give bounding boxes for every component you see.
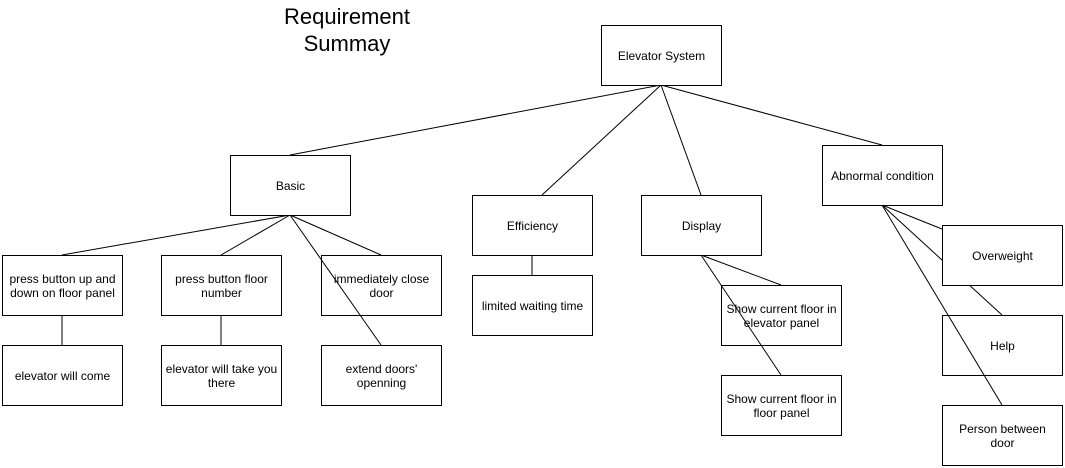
- node-label: elevator will come: [14, 368, 111, 383]
- edge-root-basic: [289, 84, 662, 156]
- edge-abnormal-overweight: [881, 204, 943, 230]
- node-extend-doors-opening: extend doors' openning: [321, 345, 442, 406]
- node-label: Overweight: [972, 248, 1033, 263]
- edge-display-show-elevator-panel: [700, 254, 782, 286]
- edge-abnormal-person-door: [881, 204, 1003, 406]
- node-label: extend doors' openning: [345, 361, 418, 390]
- node-label: Display: [681, 218, 722, 233]
- node-press-button-up-down: press button up and down on floor panel: [2, 255, 123, 316]
- edge-basic-extend-doors: [289, 214, 382, 346]
- edge-display-show-floor-panel: [700, 254, 782, 376]
- node-person-between-door: Person between door: [942, 405, 1063, 466]
- node-label: Person between door: [959, 421, 1046, 450]
- node-basic: Basic: [230, 155, 351, 216]
- node-label: Elevator System: [617, 48, 706, 63]
- diagram-title: Requirement Summay: [262, 3, 432, 57]
- node-label: Efficiency: [506, 218, 559, 233]
- title-line-1: Requirement: [284, 4, 410, 29]
- node-abnormal-condition: Abnormal condition: [822, 145, 943, 206]
- node-label: press button floor number: [175, 271, 268, 300]
- node-label: Abnormal condition: [831, 168, 934, 183]
- node-help: Help: [942, 315, 1063, 376]
- edge-basic-close-door: [289, 214, 382, 256]
- node-immediately-close-door: immediately close door: [321, 255, 442, 316]
- node-elevator-system: Elevator System: [601, 25, 722, 86]
- node-display: Display: [641, 195, 762, 256]
- node-press-button-floor: press button floor number: [161, 255, 282, 316]
- node-label: Help: [990, 338, 1015, 353]
- node-show-floor-elevator-panel: Show current floor in elevator panel: [721, 285, 842, 346]
- edge-root-abnormal: [660, 84, 883, 146]
- node-limited-waiting-time: limited waiting time: [472, 275, 593, 336]
- edge-basic-press-floor: [220, 214, 291, 256]
- node-show-floor-floor-panel: Show current floor in floor panel: [721, 375, 842, 436]
- node-label: elevator will take you there: [165, 361, 278, 390]
- node-label: press button up and down on floor panel: [9, 271, 116, 300]
- node-label: Show current floor in floor panel: [726, 391, 837, 420]
- node-overweight: Overweight: [942, 225, 1063, 286]
- edge-basic-press-updown: [61, 214, 291, 256]
- node-efficiency: Efficiency: [472, 195, 593, 256]
- node-label: immediately close door: [333, 271, 430, 300]
- edge-root-display: [660, 84, 702, 196]
- node-elevator-take-you-there: elevator will take you there: [161, 345, 282, 406]
- title-line-2: Summay: [303, 31, 391, 56]
- node-label: limited waiting time: [481, 298, 584, 313]
- node-label: Basic: [275, 178, 306, 193]
- node-elevator-will-come: elevator will come: [2, 345, 123, 406]
- node-label: Show current floor in elevator panel: [726, 301, 837, 330]
- edge-root-efficiency: [541, 84, 662, 196]
